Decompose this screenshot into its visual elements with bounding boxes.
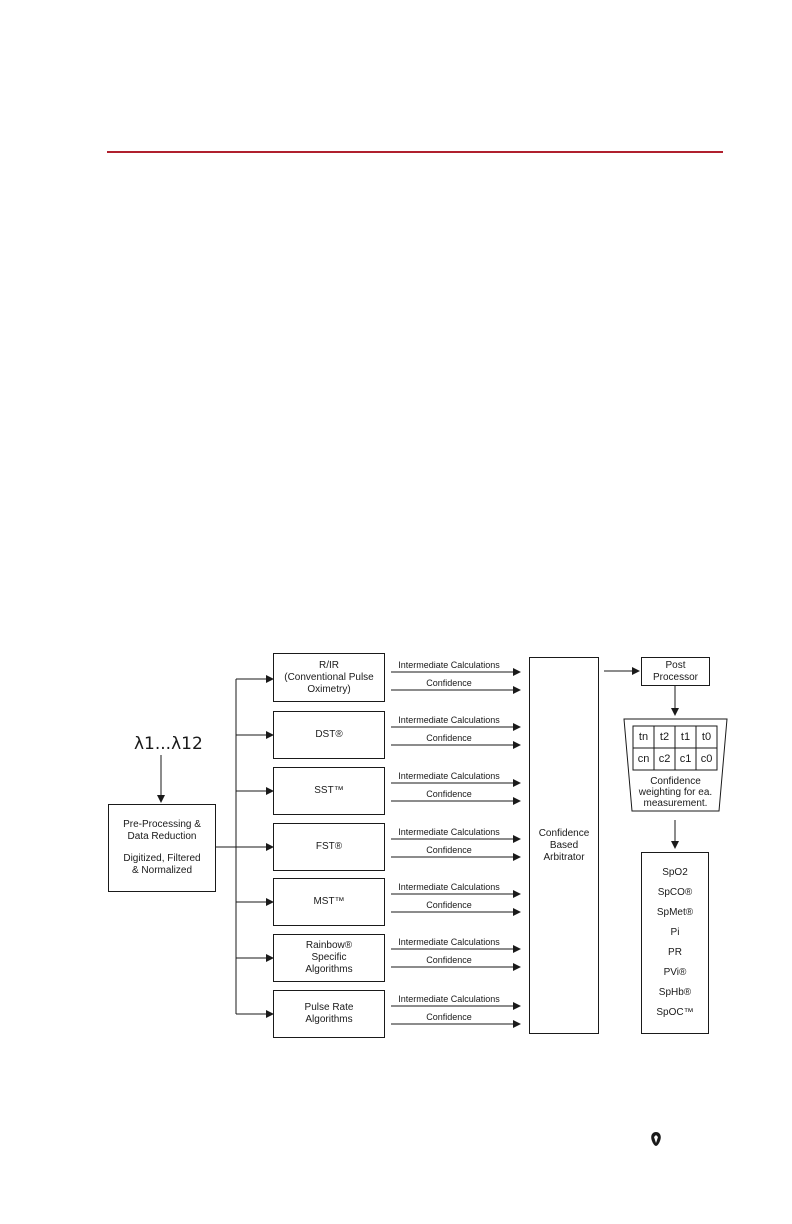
weight-cell-cn: cn <box>637 753 650 765</box>
output-spmet: SpMet® <box>656 907 694 918</box>
masimo-logo-icon <box>651 1132 661 1146</box>
confidence-label: Confidence <box>426 1012 472 1022</box>
algorithm-label: R/IR <box>319 659 339 671</box>
post-processor-box: Post Processor <box>641 657 710 686</box>
algorithm-label: Specific <box>311 952 347 963</box>
algorithm-label: Algorithms <box>305 964 353 975</box>
algorithm-label: Oximetry) <box>307 683 351 695</box>
weight-cell-t2: t2 <box>659 731 670 743</box>
confidence-label: Confidence <box>426 789 472 799</box>
output-pvi: PVi® <box>663 967 687 978</box>
algorithm-box-rainbow: Rainbow® Specific Algorithms <box>273 934 385 982</box>
weight-cell-c0: c0 <box>700 753 713 765</box>
algorithm-box-mst: MST™ <box>273 878 385 926</box>
algorithm-label: Pulse Rate <box>304 1002 354 1013</box>
post-processor-label: Post <box>665 659 686 671</box>
post-processor-label: Processor <box>652 671 698 683</box>
weight-cell-t1: t1 <box>680 731 691 743</box>
output-spoc: SpOC™ <box>656 1007 694 1018</box>
algorithm-label: FST® <box>315 841 343 852</box>
preprocessing-box: Pre-Processing & Data Reduction Digitize… <box>108 804 216 892</box>
intermediate-label: Intermediate Calculations <box>398 994 500 1004</box>
algorithm-box-dst: DST® <box>273 711 385 759</box>
arbitrator-box: Confidence Based Arbitrator <box>529 657 599 1034</box>
wavelength-input-label: λ1...λ12 <box>134 734 203 754</box>
confidence-label: Confidence <box>426 900 472 910</box>
header-rule <box>107 151 723 153</box>
arbitrator-label: Arbitrator <box>543 851 585 863</box>
confidence-label: Confidence <box>426 845 472 855</box>
output-pr: PR <box>668 947 682 958</box>
intermediate-label: Intermediate Calculations <box>398 715 500 725</box>
weighting-caption-2: weighting for ea. <box>638 787 713 798</box>
algorithm-label: Rainbow® <box>305 940 353 951</box>
algorithm-box-fst: FST® <box>273 823 385 871</box>
confidence-label: Confidence <box>426 678 472 688</box>
algorithm-label: SST™ <box>314 785 344 796</box>
preprocess-line-3: Digitized, Filtered <box>123 853 201 864</box>
weighting-caption-1: Confidence <box>650 776 701 787</box>
algorithm-label: DST® <box>315 729 343 740</box>
algorithm-box-sst: SST™ <box>273 767 385 815</box>
algorithm-box-rir: R/IR (Conventional Pulse Oximetry) <box>273 653 385 702</box>
arbitrator-label: Confidence <box>538 827 590 839</box>
weight-cell-tn: tn <box>638 731 649 743</box>
algorithm-label: Algorithms <box>305 1014 353 1025</box>
confidence-label: Confidence <box>426 955 472 965</box>
output-spco: SpCO® <box>657 887 693 898</box>
algorithm-label: (Conventional Pulse <box>284 671 374 683</box>
arbitrator-label: Based <box>549 839 579 851</box>
intermediate-label: Intermediate Calculations <box>398 660 500 670</box>
output-spo2: SpO2 <box>662 867 688 878</box>
outputs-box: SpO2 SpCO® SpMet® Pi PR PVi® SpHb® SpOC™ <box>641 852 709 1034</box>
weight-cell-t0: t0 <box>701 731 712 743</box>
algorithm-label: MST™ <box>313 896 345 907</box>
output-pi: Pi <box>670 927 680 938</box>
preprocess-line-4: & Normalized <box>131 865 193 876</box>
intermediate-label: Intermediate Calculations <box>398 827 500 837</box>
preprocess-line-1: Pre-Processing & <box>123 819 201 830</box>
intermediate-label: Intermediate Calculations <box>398 882 500 892</box>
intermediate-label: Intermediate Calculations <box>398 771 500 781</box>
weighting-caption-3: measurement. <box>643 798 708 809</box>
weight-cell-c1: c1 <box>679 753 692 765</box>
output-sphb: SpHb® <box>658 987 692 998</box>
preprocess-line-2: Data Reduction <box>127 831 197 842</box>
confidence-label: Confidence <box>426 733 472 743</box>
weight-cell-c2: c2 <box>658 753 671 765</box>
algorithm-box-pulse-rate: Pulse Rate Algorithms <box>273 990 385 1038</box>
intermediate-label: Intermediate Calculations <box>398 937 500 947</box>
